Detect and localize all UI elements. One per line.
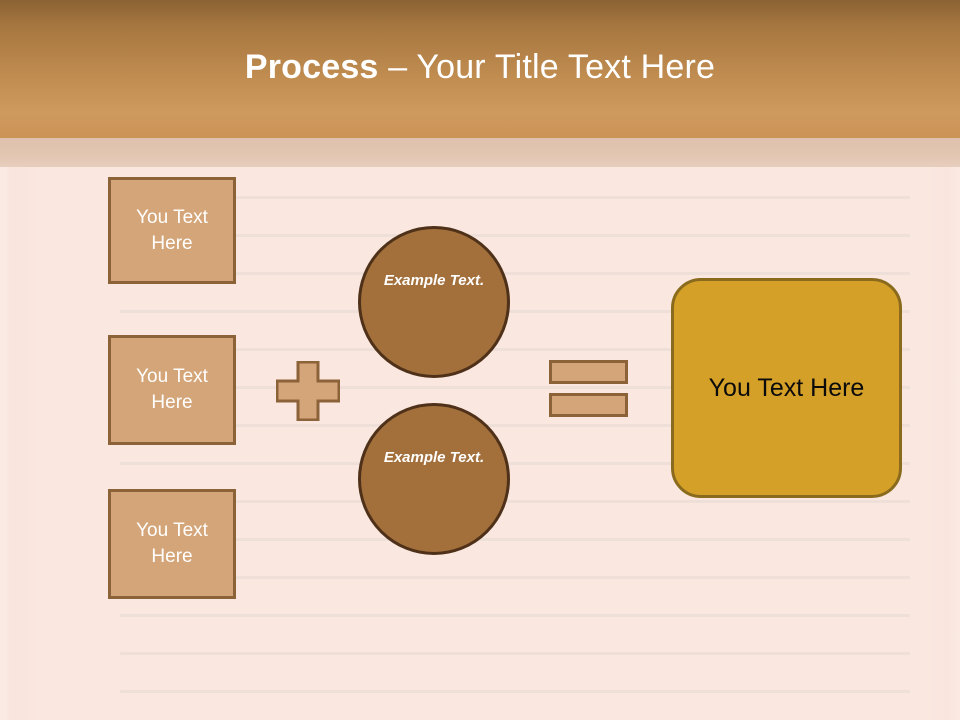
equals-bar-top bbox=[549, 360, 628, 384]
slide-header-bar: Process – Your Title Text Here bbox=[0, 0, 960, 138]
input-box-2[interactable]: You Text Here bbox=[108, 335, 236, 445]
header-accent-band bbox=[0, 138, 960, 167]
rule-line-13 bbox=[120, 652, 910, 655]
plus-icon bbox=[275, 360, 341, 422]
equals-icon bbox=[549, 360, 628, 417]
rule-line-2 bbox=[120, 234, 910, 237]
input-box-3-label: You Text Here bbox=[136, 520, 208, 567]
example-circle-1-label: Example Text. bbox=[383, 272, 485, 289]
result-box[interactable]: You Text Here bbox=[671, 278, 902, 498]
page-title-rest: – Your Title Text Here bbox=[378, 48, 716, 86]
rule-line-3 bbox=[120, 272, 910, 275]
equals-bar-bottom bbox=[549, 393, 628, 417]
rule-line-7 bbox=[120, 424, 910, 427]
input-box-1-label: You Text Here bbox=[136, 206, 208, 254]
rule-line-6 bbox=[120, 386, 910, 389]
example-circle-1[interactable]: Example Text. bbox=[358, 226, 510, 378]
rule-line-14 bbox=[120, 690, 910, 693]
page-title-bold: Process bbox=[244, 48, 379, 86]
example-circle-2[interactable]: Example Text. bbox=[358, 403, 510, 555]
rule-line-10 bbox=[120, 538, 910, 541]
input-box-1[interactable]: You Text Here bbox=[108, 177, 236, 284]
input-box-2-label: You Text Here bbox=[136, 366, 208, 413]
rule-line-11 bbox=[120, 576, 910, 579]
example-circle-2-label: Example Text. bbox=[383, 449, 485, 466]
rule-line-9 bbox=[120, 500, 910, 503]
page-title: Process – Your Title Text Here bbox=[0, 47, 960, 87]
input-box-3[interactable]: You Text Here bbox=[108, 489, 236, 599]
rule-line-1 bbox=[120, 196, 910, 199]
rule-line-12 bbox=[120, 614, 910, 617]
rule-line-5 bbox=[120, 348, 910, 351]
rule-line-4 bbox=[120, 310, 910, 313]
result-box-label: You Text Here bbox=[708, 373, 865, 402]
rule-line-8 bbox=[120, 462, 910, 465]
